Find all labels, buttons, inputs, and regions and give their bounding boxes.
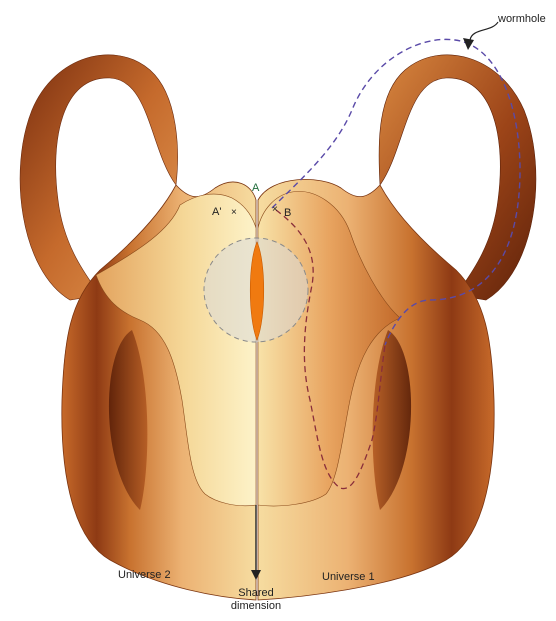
marker-a-prime: × [231,207,237,218]
point-a-label: A [252,182,260,194]
wormhole-pointer-arrowhead [463,38,474,50]
shared-dimension-label-line1: Shared [238,587,273,599]
universe-1-label: Universe 1 [322,571,375,583]
marker-b: × [272,204,278,215]
point-a-prime-label: A' [212,206,221,218]
universe-2-label: Universe 2 [118,569,171,581]
wormhole-pointer-line [470,22,498,40]
universe-1-surface [258,55,536,600]
point-b-label: B [284,207,291,219]
wormhole-label: wormhole [497,13,546,25]
shared-dimension-label-line2: dimension [231,600,281,612]
